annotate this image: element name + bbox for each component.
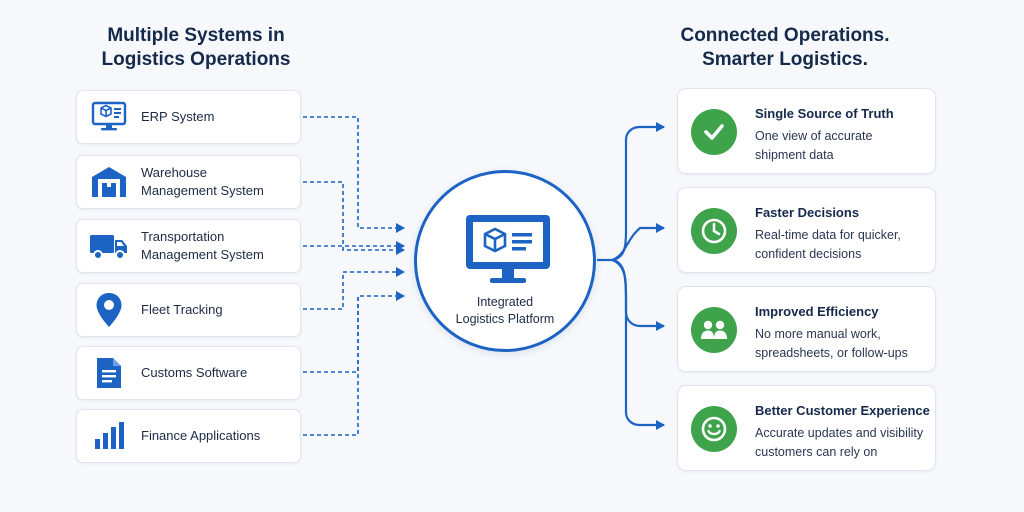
- system-label-warehouse-line-2: Management System: [141, 183, 264, 198]
- benefit-desc-improved-efficiency: No more manual work, spreadsheets, or fo…: [755, 325, 908, 363]
- benefit-title-improved-efficiency: Improved Efficiency: [755, 304, 879, 319]
- system-label-transportation-line-1: Transportation: [141, 229, 225, 244]
- benefit-desc-single-source: One view of accurate shipment data: [755, 127, 872, 165]
- hub-label-line-1: Integrated: [476, 295, 534, 309]
- right-heading: Connected Operations. Smarter Logistics.: [660, 24, 910, 72]
- system-label-customs-line-1: Customs Software: [141, 365, 248, 380]
- benefit-desc-faster-decisions-line-1: Real-time data for quicker,: [755, 228, 901, 242]
- bar-chart-icon: [77, 421, 141, 451]
- benefit-desc-single-source-line-1: One view of accurate: [755, 129, 873, 143]
- benefit-card-faster-decisions[interactable]: Faster Decisions Real-time data for quic…: [677, 187, 936, 273]
- benefit-desc-customer-experience-line-2: customers can rely on: [755, 445, 878, 459]
- system-card-warehouse[interactable]: Warehouse Management System: [76, 155, 301, 209]
- clock-icon: [691, 208, 737, 254]
- left-heading-line-1: Multiple Systems in: [107, 25, 285, 46]
- link-customer-experience: [611, 258, 665, 430]
- system-label-fleet-tracking: Fleet Tracking: [141, 301, 223, 319]
- system-label-erp-line-1: ERP System: [141, 109, 215, 124]
- system-label-erp: ERP System: [141, 108, 214, 126]
- benefit-title-customer-experience: Better Customer Experience: [755, 403, 930, 418]
- system-label-warehouse-line-1: Warehouse: [141, 165, 207, 180]
- benefit-desc-improved-efficiency-line-2: spreadsheets, or follow-ups: [755, 346, 908, 360]
- system-card-fleet-tracking[interactable]: Fleet Tracking: [76, 283, 301, 337]
- system-label-transportation-line-2: Management System: [141, 247, 264, 262]
- people-icon: [691, 307, 737, 353]
- link-warehouse-system: [303, 181, 405, 255]
- right-heading-line-2: Smarter Logistics.: [702, 49, 868, 70]
- smiley-icon: [691, 406, 737, 452]
- benefit-card-single-source[interactable]: Single Source of Truth One view of accur…: [677, 88, 936, 174]
- benefit-desc-single-source-line-2: shipment data: [755, 148, 834, 162]
- link-customs-software: [303, 291, 405, 373]
- integrated-platform-hub[interactable]: Integrated Logistics Platform: [414, 170, 596, 352]
- system-label-fleet-tracking-line-1: Fleet Tracking: [141, 302, 223, 317]
- checkmark-icon: [691, 109, 737, 155]
- link-erp-system: [303, 116, 405, 233]
- link-improved-efficiency: [611, 258, 665, 331]
- benefit-desc-customer-experience: Accurate updates and visibility customer…: [755, 424, 923, 462]
- system-label-transportation: Transportation Management System: [141, 228, 264, 264]
- link-faster-decisions: [611, 223, 665, 262]
- hub-label: Integrated Logistics Platform: [417, 294, 593, 328]
- right-heading-line-1: Connected Operations.: [680, 25, 890, 46]
- system-label-warehouse: Warehouse Management System: [141, 164, 264, 200]
- benefit-title-faster-decisions: Faster Decisions: [755, 205, 860, 220]
- benefit-desc-faster-decisions-line-2: confident decisions: [755, 247, 862, 261]
- benefit-desc-customer-experience-line-1: Accurate updates and visibility: [755, 426, 924, 440]
- hub-label-line-2: Logistics Platform: [455, 312, 555, 326]
- map-pin-icon: [77, 292, 141, 328]
- benefit-desc-improved-efficiency-line-1: No more manual work,: [755, 327, 881, 341]
- system-label-finance: Finance Applications: [141, 427, 260, 445]
- benefit-title-single-source: Single Source of Truth: [755, 106, 894, 121]
- link-single-source: [611, 122, 665, 262]
- truck-icon: [77, 231, 141, 261]
- erp-monitor-icon: [77, 101, 141, 133]
- document-icon: [77, 356, 141, 390]
- benefit-desc-faster-decisions: Real-time data for quicker, confident de…: [755, 226, 901, 264]
- benefit-card-customer-experience[interactable]: Better Customer Experience Accurate upda…: [677, 385, 936, 471]
- left-heading: Multiple Systems in Logistics Operations: [76, 24, 316, 72]
- system-label-customs: Customs Software: [141, 364, 247, 382]
- system-card-erp[interactable]: ERP System: [76, 90, 301, 144]
- system-card-finance[interactable]: Finance Applications: [76, 409, 301, 463]
- system-card-transportation[interactable]: Transportation Management System: [76, 219, 301, 273]
- link-finance-applications: [303, 296, 359, 436]
- warehouse-icon: [77, 165, 141, 199]
- link-fleet-tracking: [303, 267, 405, 310]
- system-card-customs[interactable]: Customs Software: [76, 346, 301, 400]
- monitor-cube-icon: [464, 213, 552, 294]
- benefit-card-improved-efficiency[interactable]: Improved Efficiency No more manual work,…: [677, 286, 936, 372]
- left-heading-line-2: Logistics Operations: [101, 49, 291, 70]
- system-label-finance-line-1: Finance Applications: [141, 428, 261, 443]
